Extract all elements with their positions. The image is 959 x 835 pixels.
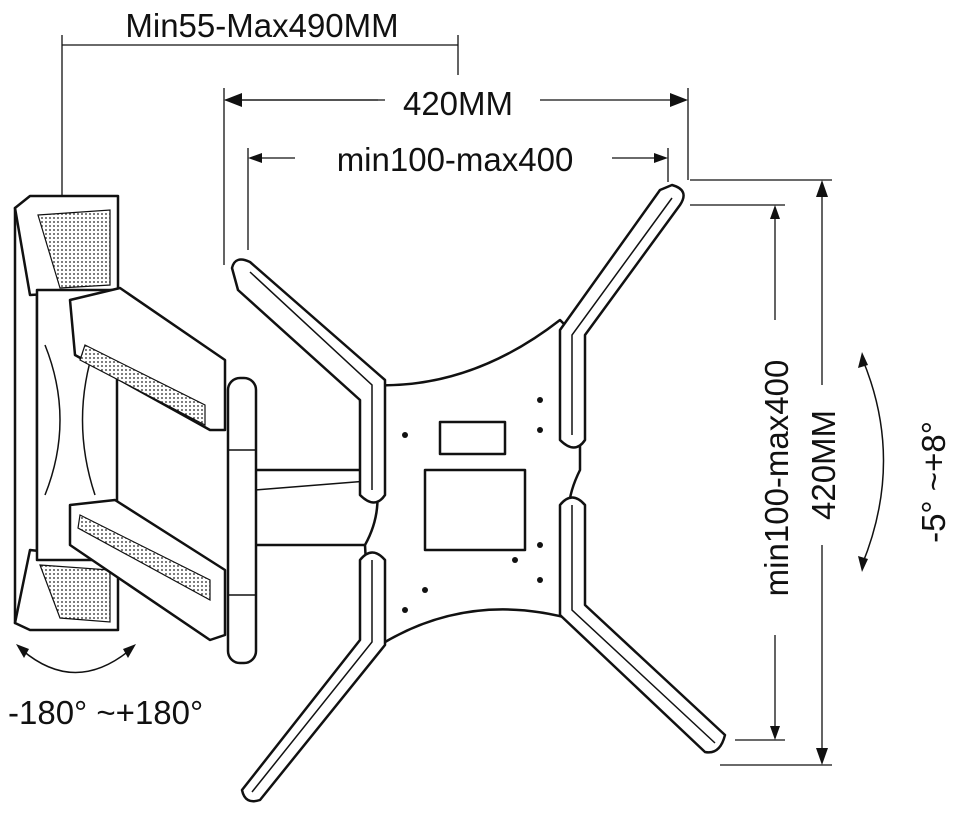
vesa-horizontal-label: min100-max400 bbox=[337, 141, 574, 178]
arm-extension-label: Min55-Max490MM bbox=[125, 7, 398, 44]
vesa-vertical-label: min100-max400 bbox=[758, 360, 795, 597]
swivel-range-label: -180° ~+180° bbox=[8, 694, 203, 731]
swivel-arrow bbox=[16, 644, 136, 674]
plate-height-label: 420MM bbox=[805, 410, 842, 520]
dimension-plate-height bbox=[690, 179, 832, 766]
tilt-arrow bbox=[858, 352, 885, 572]
plate-width-label: 420MM bbox=[403, 85, 513, 122]
vesa-arm-top-right bbox=[558, 183, 685, 449]
dimension-vesa-horizontal bbox=[247, 148, 669, 250]
vesa-arm-bottom-right bbox=[558, 496, 727, 754]
vesa-arm-top-left bbox=[230, 258, 387, 504]
swing-arm bbox=[68, 286, 382, 665]
vesa-arm-bottom-left bbox=[240, 551, 387, 803]
dimension-plate-width bbox=[223, 88, 689, 265]
vesa-plate bbox=[358, 318, 582, 647]
dimension-arm-extension bbox=[61, 35, 459, 195]
tilt-range-label: -5° ~+8° bbox=[915, 421, 952, 543]
dimension-vesa-vertical bbox=[690, 204, 785, 741]
